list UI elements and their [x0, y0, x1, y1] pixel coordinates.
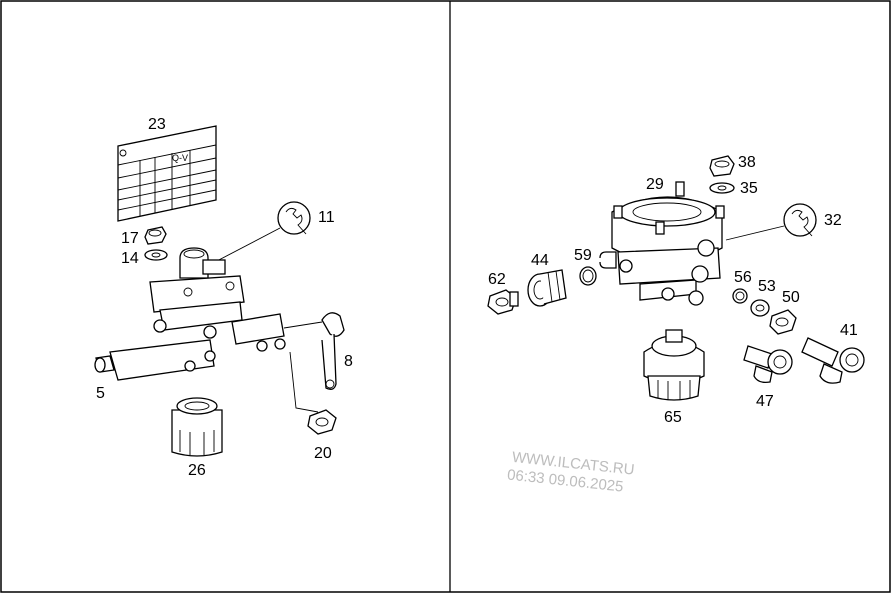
part-32-wrench-symbol[interactable]: [725, 203, 817, 241]
label-17: 17: [121, 230, 139, 247]
label-59: 59: [574, 247, 592, 264]
part-35-washer[interactable]: [709, 182, 735, 194]
label-20: 20: [314, 445, 332, 462]
chart-plate-note: Q-V: [172, 153, 188, 163]
part-29-valve-block[interactable]: [599, 181, 725, 306]
label-65: 65: [664, 409, 682, 426]
part-59-ring[interactable]: [579, 266, 597, 286]
part-11-wrench-symbol[interactable]: [214, 201, 311, 263]
part-valve-assembly[interactable]: [94, 247, 323, 381]
part-50-nut[interactable]: [769, 309, 797, 335]
part-44-adapter[interactable]: [527, 269, 567, 307]
label-35: 35: [740, 180, 758, 197]
part-26-cap[interactable]: [171, 397, 223, 457]
label-26: 26: [188, 462, 206, 479]
part-62-fitting[interactable]: [487, 289, 519, 315]
label-56: 56: [734, 269, 752, 286]
label-11: 11: [318, 209, 335, 226]
part-23-chart-plate[interactable]: Q-V: [117, 125, 217, 222]
part-41-elbow[interactable]: [801, 337, 865, 384]
label-14: 14: [121, 250, 139, 267]
label-53: 53: [758, 278, 776, 295]
part-53-washer[interactable]: [750, 299, 770, 317]
part-20-fitting[interactable]: [289, 351, 337, 435]
part-8-lever-arm[interactable]: [321, 312, 345, 390]
part-17-nut[interactable]: [144, 226, 167, 245]
label-47: 47: [756, 393, 774, 410]
label-62: 62: [488, 271, 506, 288]
part-65-cap[interactable]: [643, 329, 705, 401]
label-5: 5: [96, 385, 105, 402]
wrench-icon: [791, 209, 813, 237]
label-41: 41: [840, 322, 858, 339]
part-47-elbow[interactable]: [743, 345, 793, 384]
wrench-icon: [285, 207, 307, 235]
label-23: 23: [148, 116, 166, 133]
label-38: 38: [738, 154, 756, 171]
label-50: 50: [782, 289, 800, 306]
label-44: 44: [531, 252, 549, 269]
label-29: 29: [646, 176, 664, 193]
label-32: 32: [824, 212, 842, 229]
part-38-nut[interactable]: [709, 155, 735, 177]
part-56-ring[interactable]: [732, 288, 748, 304]
part-14-washer[interactable]: [144, 249, 168, 261]
label-8: 8: [344, 353, 353, 370]
